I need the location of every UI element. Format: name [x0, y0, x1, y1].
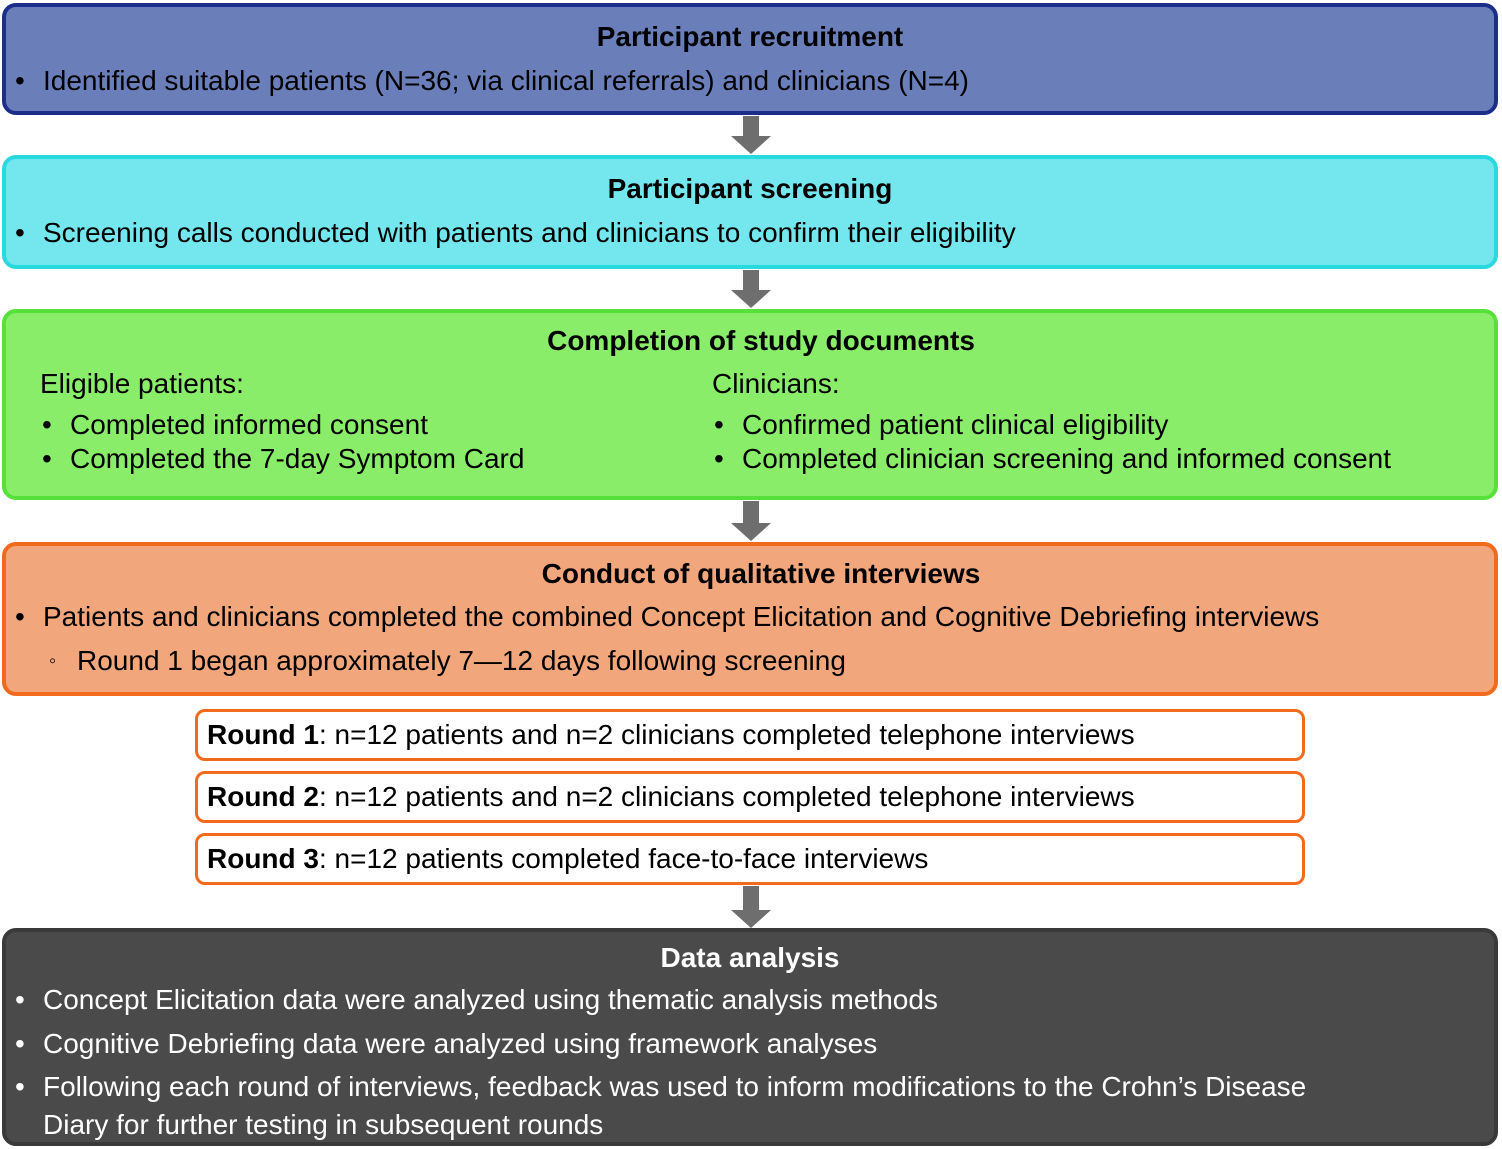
analysis-bullet-3-text: Following each round of interviews, feed… [43, 1071, 1307, 1102]
round-2-label: Round 2 [207, 781, 319, 812]
recruitment-bullet-text: Identified suitable patients (N=36; via … [43, 65, 969, 96]
interviews-box: Conduct of qualitative interviews • Pati… [2, 542, 1498, 696]
documents-box: Completion of study documents Eligible p… [2, 309, 1498, 500]
clinicians-heading: Clinicians: [712, 368, 840, 399]
analysis-bullet-1: • Concept Elicitation data were analyzed… [15, 983, 938, 1017]
bullet-marker: • [15, 1071, 25, 1102]
round-1-box: Round 1: n=12 patients and n=2 clinician… [195, 709, 1305, 761]
arrow-2 [731, 270, 771, 308]
patients-bullet-1-text: Completed informed consent [70, 409, 428, 440]
patients-bullet-2: • Completed the 7-day Symptom Card [42, 442, 524, 476]
screening-bullet: • Screening calls conducted with patient… [15, 216, 1016, 250]
round-3-text: : n=12 patients completed face-to-face i… [319, 843, 929, 874]
bullet-marker: • [15, 217, 25, 248]
analysis-title: Data analysis [660, 942, 840, 973]
clinicians-bullet-2-text: Completed clinician screening and inform… [742, 443, 1392, 474]
bullet-marker: • [15, 601, 25, 632]
bullet-marker: • [42, 443, 52, 474]
interviews-title: Conduct of qualitative interviews [541, 558, 981, 589]
bullet-marker: • [15, 1028, 25, 1059]
clinicians-bullet-1: • Confirmed patient clinical eligibility [714, 408, 1168, 442]
analysis-bullet-1-text: Concept Elicitation data were analyzed u… [43, 984, 938, 1015]
interviews-sub-bullet: ◦ Round 1 began approximately 7—12 days … [49, 644, 846, 678]
arrow-3 [731, 501, 771, 541]
interviews-bullet: • Patients and clinicians completed the … [15, 600, 1319, 634]
screening-bullet-text: Screening calls conducted with patients … [43, 217, 1016, 248]
interviews-sub-bullet-text: Round 1 began approximately 7—12 days fo… [77, 645, 846, 676]
bullet-marker: • [15, 984, 25, 1015]
analysis-bullet-2: • Cognitive Debriefing data were analyze… [15, 1027, 877, 1061]
patients-heading: Eligible patients: [40, 368, 244, 399]
screening-title: Participant screening [607, 173, 893, 204]
round-3-box: Round 3: n=12 patients completed face-to… [195, 833, 1305, 885]
round-1-label: Round 1 [207, 719, 319, 750]
round-3-label: Round 3 [207, 843, 319, 874]
analysis-bullet-2-text: Cognitive Debriefing data were analyzed … [43, 1028, 878, 1059]
patients-bullet-2-text: Completed the 7-day Symptom Card [70, 443, 525, 474]
recruitment-title: Participant recruitment [596, 21, 904, 52]
arrow-4 [731, 886, 771, 928]
analysis-bullet-3-continuation: Diary for further testing in subsequent … [15, 1108, 603, 1142]
interviews-bullet-text: Patients and clinicians completed the co… [43, 601, 1320, 632]
bullet-marker: • [714, 443, 724, 474]
analysis-bullet-3: • Following each round of interviews, fe… [15, 1070, 1306, 1104]
documents-title: Completion of study documents [547, 325, 975, 356]
sub-bullet-marker: ◦ [49, 650, 57, 672]
recruitment-bullet: • Identified suitable patients (N=36; vi… [15, 64, 969, 98]
bullet-marker: • [714, 409, 724, 440]
clinicians-bullet-1-text: Confirmed patient clinical eligibility [742, 409, 1169, 440]
bullet-marker: • [42, 409, 52, 440]
clinicians-bullet-2: • Completed clinician screening and info… [714, 442, 1391, 476]
round-1-text: : n=12 patients and n=2 clinicians compl… [319, 719, 1135, 750]
recruitment-box: Participant recruitment • Identified sui… [2, 3, 1498, 115]
round-2-box: Round 2: n=12 patients and n=2 clinician… [195, 771, 1305, 823]
round-2-text: : n=12 patients and n=2 clinicians compl… [319, 781, 1135, 812]
analysis-bullet-3-text-line-2: Diary for further testing in subsequent … [43, 1109, 604, 1140]
bullet-marker: • [15, 65, 25, 96]
screening-box: Participant screening • Screening calls … [2, 155, 1498, 269]
patients-bullet-1: • Completed informed consent [42, 408, 428, 442]
arrow-1 [731, 116, 771, 154]
analysis-box: Data analysis • Concept Elicitation data… [2, 928, 1498, 1146]
